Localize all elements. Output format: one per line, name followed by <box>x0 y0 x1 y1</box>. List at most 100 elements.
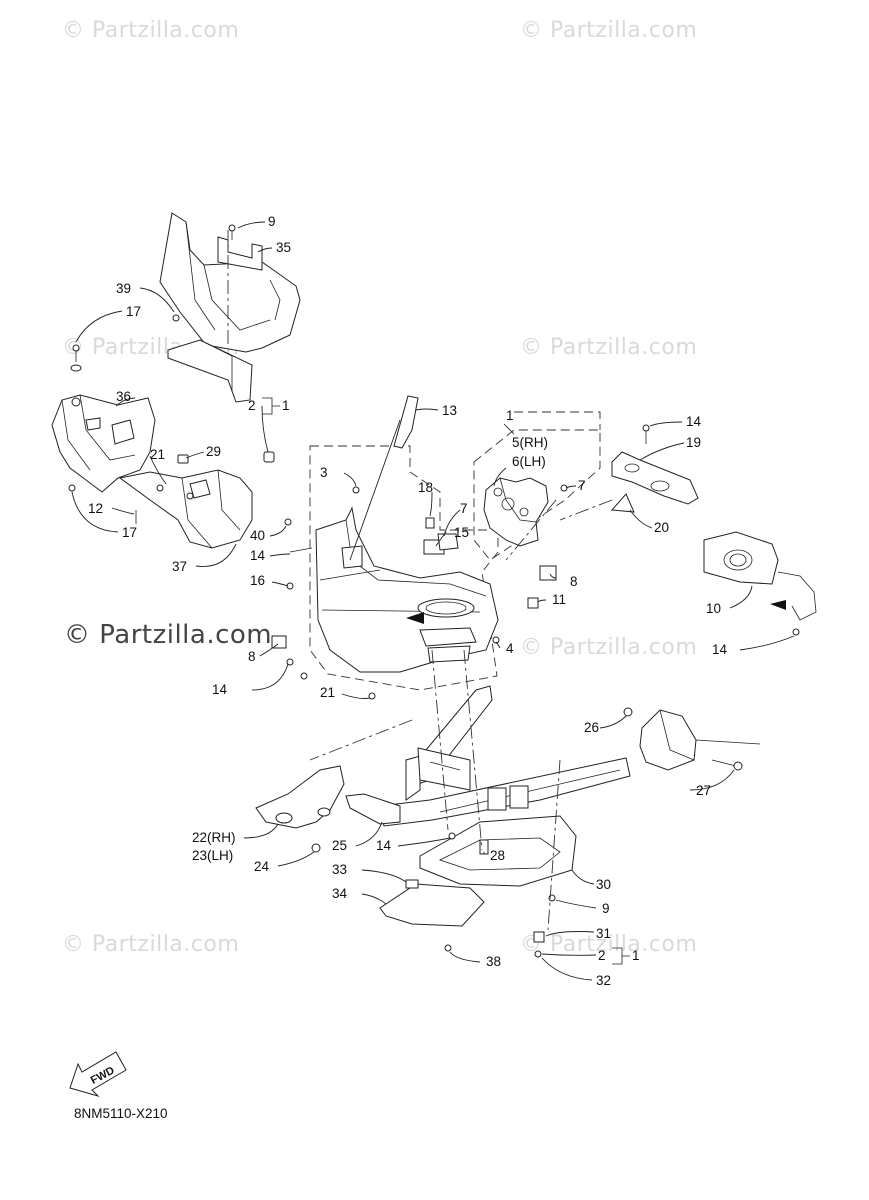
rivet-14-bottom <box>448 832 456 840</box>
callout-2: 2 <box>598 948 606 963</box>
callout-12: 12 <box>88 501 103 516</box>
group-bracket-bottom <box>612 947 630 965</box>
part-labels: 9 35 39 17 36 2 1 13 1 14 19 5(RH) 6(LH)… <box>88 214 728 988</box>
callout-14: 14 <box>686 414 702 429</box>
callout-32: 32 <box>596 973 611 988</box>
callout-13: 13 <box>442 403 457 418</box>
callout-33: 33 <box>332 862 347 877</box>
bolt-4 <box>492 636 500 644</box>
callout-34: 34 <box>332 886 348 901</box>
bolt-38 <box>444 944 452 952</box>
bolt-17-bottom <box>68 484 76 492</box>
callout-2: 2 <box>248 398 256 413</box>
watermark-main: © Partzilla.com <box>64 620 273 650</box>
callout-30: 30 <box>596 877 611 892</box>
part-stay-13 <box>393 395 419 449</box>
callout-28: 28 <box>490 848 505 863</box>
watermark: © Partzilla.com <box>62 18 240 43</box>
rivet-14-left <box>286 658 294 666</box>
callout-1: 1 <box>632 948 640 963</box>
bolt-28 <box>479 839 489 855</box>
part-bracket-19 <box>611 451 699 505</box>
callout-5-rh: 5(RH) <box>512 435 548 450</box>
watermark: © Partzilla.com <box>520 18 698 43</box>
bolt-9-top <box>228 224 236 232</box>
part-plate-10 <box>703 531 779 585</box>
callout-21: 21 <box>150 447 165 462</box>
bolt-27 <box>711 759 737 767</box>
rivet-14-top-right <box>642 424 650 432</box>
arrow-mark <box>406 612 424 624</box>
callout-25: 25 <box>332 838 347 853</box>
callout-39: 39 <box>116 281 131 296</box>
watermark: © Partzilla.com <box>520 932 698 957</box>
callout-23-lh: 23(LH) <box>192 848 233 863</box>
rivet-14-right <box>792 628 800 636</box>
washer-17 <box>70 364 82 372</box>
callout-31: 31 <box>596 926 611 941</box>
part-guard-37 <box>118 469 253 549</box>
callout-14: 14 <box>250 548 266 563</box>
clip-33 <box>405 879 419 889</box>
bolt-40 <box>284 518 292 526</box>
callout-29: 29 <box>206 444 221 459</box>
leader-lines <box>71 221 795 981</box>
callout-9: 9 <box>602 901 610 916</box>
clip-29 <box>177 454 189 464</box>
drawing-code: 8NM5110-X210 <box>74 1106 168 1121</box>
bolt-3 <box>352 486 360 494</box>
clip-31 <box>533 931 545 943</box>
callout-14: 14 <box>212 682 228 697</box>
callout-8: 8 <box>570 574 578 589</box>
bolt-39 <box>172 314 180 322</box>
callout-1: 1 <box>282 398 290 413</box>
bolt-17-top <box>72 344 80 352</box>
callout-7: 7 <box>460 501 468 516</box>
assembly-outline-right-upper <box>514 411 601 430</box>
callout-27: 27 <box>696 783 711 798</box>
part-hinge-bracket <box>483 477 549 547</box>
callout-15: 15 <box>454 525 469 540</box>
rivet-14 <box>289 547 313 553</box>
watermark: © Partzilla.com <box>520 335 698 360</box>
callout-37: 37 <box>172 559 187 574</box>
watermark: © Partzilla.com <box>520 635 698 660</box>
clip-1-left <box>263 451 275 463</box>
callout-21: 21 <box>320 685 335 700</box>
bolt-26 <box>623 707 633 717</box>
callout-18: 18 <box>418 480 433 495</box>
callout-26: 26 <box>584 720 599 735</box>
callout-24: 24 <box>254 859 270 874</box>
callout-17: 17 <box>122 525 137 540</box>
callout-11: 11 <box>552 592 566 607</box>
bolt-21-b <box>368 692 376 700</box>
watermark: © Partzilla.com <box>62 932 240 957</box>
part-skid-plate-34 <box>379 883 485 927</box>
part-guard-36 <box>51 394 156 493</box>
callout-3: 3 <box>320 465 328 480</box>
part-front-panel <box>315 506 499 673</box>
callout-19: 19 <box>686 435 701 450</box>
clip-7-left <box>437 533 459 551</box>
callout-38: 38 <box>486 954 501 969</box>
callout-7: 7 <box>578 478 586 493</box>
clip-18 <box>425 517 435 529</box>
callout-6-lh: 6(LH) <box>512 454 546 469</box>
part-bracket-22-23 <box>255 765 345 829</box>
callout-20: 20 <box>654 520 669 535</box>
fwd-arrow-icon: FWD <box>69 1051 127 1098</box>
callout-1: 1 <box>506 408 514 423</box>
clip-8-left <box>271 635 287 649</box>
callout-17: 17 <box>126 304 141 319</box>
part-plate-10-edge <box>777 571 817 621</box>
callout-14: 14 <box>376 838 392 853</box>
callout-40: 40 <box>250 528 265 543</box>
nut-24 <box>311 843 321 853</box>
part-upper-panel <box>159 212 301 403</box>
callout-36: 36 <box>116 389 131 404</box>
bolt-32 <box>534 950 542 958</box>
callout-22-rh: 22(RH) <box>192 830 236 845</box>
callout-9: 9 <box>268 214 276 229</box>
callout-35: 35 <box>276 240 291 255</box>
